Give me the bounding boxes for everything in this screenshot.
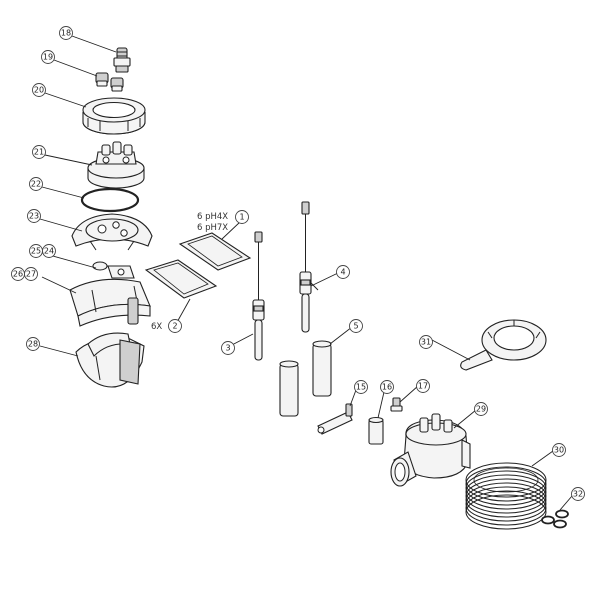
callout-29: 29 [474,402,488,416]
callout-1: 1 [235,210,249,224]
callout-22: 22 [29,177,43,191]
part-15-probe-holder [317,403,353,435]
part-17-fitting [390,397,403,412]
part-1-buffer-sachet [178,232,252,271]
part-24-25-clips [92,261,135,279]
callout-28: 28 [26,337,40,351]
part-22-o-ring [80,187,140,213]
svg-text:20: 20 [34,86,44,95]
part-26-27-bracket [69,278,151,327]
callout-31: 31 [419,335,433,349]
svg-text:26: 26 [13,270,23,279]
callout-15: 15 [354,380,368,394]
callout-5: 5 [349,319,363,333]
part-5-storage-caps [279,340,332,417]
svg-text:3: 3 [225,344,230,353]
svg-text:23: 23 [29,212,39,221]
part-28-lower-housing [75,332,145,388]
svg-text:15: 15 [356,383,366,392]
part-16-sleeve [368,416,384,445]
part-20-nut-ring [82,97,146,135]
leader-lines [39,35,573,511]
callout-19: 19 [41,50,55,64]
part-29-valve-body [390,413,471,487]
svg-text:1: 1 [239,213,244,222]
part-3-electrode [252,231,265,361]
callout-3: 3 [221,341,235,355]
callout-18: 18 [59,26,73,40]
svg-text:2: 2 [172,322,177,331]
callout-30: 30 [552,443,566,457]
callout-2: 2 [168,319,182,333]
part-4-electrode [299,201,319,333]
part-31-wrench [460,319,547,371]
callout-26: 26 [11,267,25,281]
svg-text:16: 16 [382,383,392,392]
svg-text:18: 18 [61,29,71,38]
part-2-sachet [144,259,218,299]
part-32-o-rings [541,509,569,529]
svg-text:19: 19 [43,53,53,62]
svg-text:22: 22 [31,180,41,189]
note-ph4: 6 pH4X [197,212,228,222]
svg-text:30: 30 [554,446,564,455]
callout-24: 24 [42,244,56,258]
part-21-manifold-head [87,141,145,189]
callout-4: 4 [336,265,350,279]
svg-text:31: 31 [421,338,431,347]
svg-text:5: 5 [353,322,358,331]
note-quantity: 6X [151,322,162,332]
part-30-coiled-tubing [465,462,547,530]
callout-17: 17 [416,379,430,393]
callout-20: 20 [32,83,46,97]
callout-25: 25 [29,244,43,258]
callout-32: 32 [571,487,585,501]
svg-text:25: 25 [31,247,41,256]
callout-16: 16 [380,380,394,394]
svg-text:24: 24 [44,247,54,256]
svg-text:4: 4 [340,268,345,277]
part-18-fitting [113,47,131,73]
part-23-top-housing [71,213,153,251]
part-19-plugs [95,72,124,92]
svg-text:29: 29 [476,405,486,414]
callout-21: 21 [32,145,46,159]
svg-text:27: 27 [26,270,36,279]
svg-text:32: 32 [573,490,583,499]
svg-text:28: 28 [28,340,38,349]
note-ph7: 6 pH7X [197,223,228,233]
svg-text:21: 21 [34,148,44,157]
callout-27: 27 [24,267,38,281]
svg-text:17: 17 [418,382,428,391]
callout-23: 23 [27,209,41,223]
